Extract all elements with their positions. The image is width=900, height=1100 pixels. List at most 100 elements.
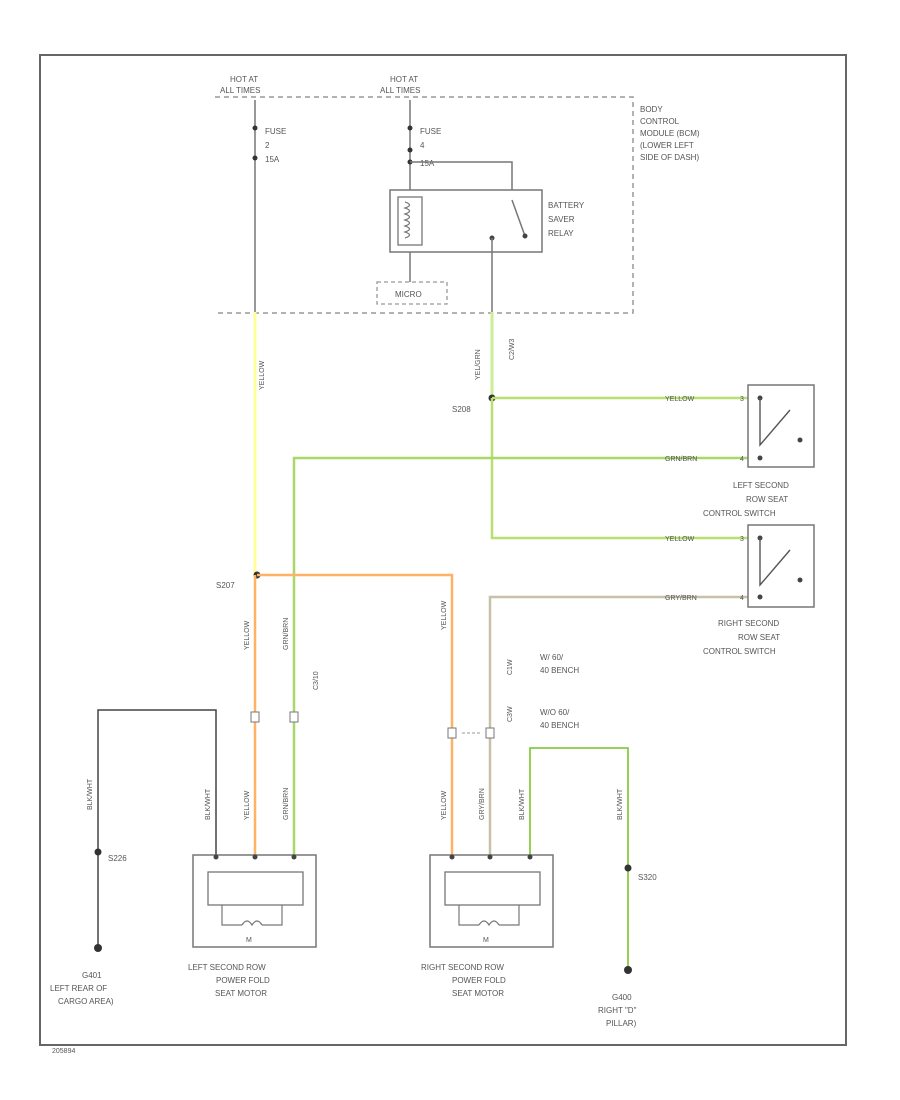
- left-switch-label-1: LEFT SECOND: [733, 481, 789, 490]
- right-fuse-terminal-bottom: [407, 147, 413, 153]
- option-2-line2: 40 BENCH: [540, 721, 579, 730]
- left-seat-motor: [192, 854, 317, 948]
- left-motor-pin-1: [213, 854, 219, 860]
- gry-brn-wire: [488, 595, 748, 855]
- right-ground-line1: RIGHT "D": [598, 1006, 637, 1015]
- right-motor-module: [444, 871, 541, 906]
- option-1-code: C1W: [507, 659, 514, 675]
- left-motor-symbol: M: [246, 937, 252, 944]
- yellow-main-wire-label: YELLOW: [259, 360, 266, 390]
- left-motor-pin-3: [291, 854, 297, 860]
- right-switch-label-2: ROW SEAT: [738, 633, 780, 642]
- left-switch-contact-icon: [759, 398, 791, 447]
- s208-right-switch-wire: [490, 398, 748, 540]
- splice-s226-label: S226: [108, 854, 127, 863]
- left-yellow-connector: [250, 711, 260, 723]
- footer-id: 205894: [52, 1048, 75, 1055]
- option-1-line1: W/ 60/: [540, 653, 564, 662]
- bcm-label-5: SIDE OF DASH): [640, 153, 699, 162]
- splice-s207-label: S207: [216, 581, 235, 590]
- splice-s208-label: S208: [452, 405, 471, 414]
- left-switch-label-3: CONTROL SWITCH: [703, 509, 776, 518]
- relay-coil-box: [397, 196, 423, 246]
- lower-yellow-right-label: YELLOW: [441, 790, 448, 820]
- left-switch-contact-dot: [797, 437, 803, 443]
- right-fuse-label-1: FUSE: [420, 127, 441, 136]
- bcm-label-1: BODY: [640, 105, 663, 114]
- right-ground-point: [624, 966, 632, 974]
- left-motor-yellow-label: YELLOW: [244, 620, 251, 650]
- left-motor-module: [207, 871, 304, 906]
- yel-grn-wire-label: YEL/GRN: [475, 349, 482, 380]
- ground-right-wire-label: BLK/WHT: [617, 788, 624, 820]
- right-motor-coil-icon: [478, 920, 500, 927]
- bcm-label-4: (LOWER LEFT: [640, 141, 694, 150]
- left-switch-grn-label: GRN/BRN: [665, 456, 697, 463]
- right-seat-motor: [429, 854, 554, 948]
- relay-label-2: SAVER: [548, 215, 575, 224]
- left-motor-coil-icon: [241, 920, 263, 927]
- left-grn-connector: [289, 711, 299, 723]
- right-source-line1: HOT AT: [390, 75, 418, 84]
- diagram-frame: [39, 54, 847, 1046]
- left-motor-ground-wire: [97, 709, 217, 945]
- left-switch-label-2: ROW SEAT: [746, 495, 788, 504]
- left-motor-grn-label: GRN/BRN: [283, 618, 290, 650]
- lower-grn-left-label: GRN/BRN: [283, 788, 290, 820]
- left-source-line1: HOT AT: [230, 75, 258, 84]
- option-1-line2: 40 BENCH: [540, 666, 579, 675]
- left-fuse-terminal-top: [252, 125, 258, 131]
- right-switch-label-3: CONTROL SWITCH: [703, 647, 776, 656]
- right-motor-label-2: POWER FOLD: [452, 976, 506, 985]
- left-ground-code: G401: [82, 971, 102, 980]
- splice-s320: [624, 864, 632, 872]
- left-motor-circuit-icon: [221, 905, 283, 926]
- right-switch-contact-icon: [759, 538, 791, 587]
- right-yellow-connector: [447, 727, 457, 739]
- bcm-boundary: [215, 96, 634, 314]
- s207-right-motor-wire: [257, 573, 454, 855]
- left-source-line2: ALL TIMES: [220, 86, 260, 95]
- yel-grn-wire-code: C2/W3: [509, 339, 516, 361]
- ground-left-wire-label: BLK/WHT: [87, 778, 94, 810]
- left-switch-pin-bottom-label: 4: [740, 456, 744, 463]
- left-motor-label-1: LEFT SECOND ROW: [188, 963, 266, 972]
- splice-s320-label: S320: [638, 873, 657, 882]
- right-motor-label-3: SEAT MOTOR: [452, 989, 504, 998]
- left-motor-pin-2: [252, 854, 258, 860]
- left-fuse-terminal-bottom: [252, 155, 258, 161]
- relay-label-1: BATTERY: [548, 201, 585, 210]
- left-motor-label-2: POWER FOLD: [216, 976, 270, 985]
- option-2-line1: W/O 60/: [540, 708, 570, 717]
- right-motor-yellow-label: YELLOW: [441, 600, 448, 630]
- option-2-code: C3W: [507, 706, 514, 722]
- relay-switch-contact: [511, 199, 526, 237]
- right-source-line2: ALL TIMES: [380, 86, 420, 95]
- left-ground-line2: CARGO AREA): [58, 997, 114, 1006]
- right-motor-symbol: M: [483, 937, 489, 944]
- left-switch-pin-bottom: [757, 455, 763, 461]
- right-switch-yellow-label: YELLOW: [665, 536, 695, 543]
- right-gry-connector: [485, 727, 495, 739]
- left-motor-label-3: SEAT MOTOR: [215, 989, 267, 998]
- right-switch-label-1: RIGHT SECOND: [718, 619, 779, 628]
- left-ground-line1: LEFT REAR OF: [50, 984, 107, 993]
- right-motor-circuit-icon: [458, 905, 520, 926]
- right-motor-label-1: RIGHT SECOND ROW: [421, 963, 504, 972]
- left-ground-point: [94, 944, 102, 952]
- relay-label-3: RELAY: [548, 229, 574, 238]
- grn-brn-wire: [292, 456, 748, 855]
- right-motor-pin-2: [487, 854, 493, 860]
- cs10-label: C3/10: [313, 671, 320, 690]
- left-switch-pin-top-label: 3: [740, 396, 744, 403]
- right-fuse-terminal-top: [407, 125, 413, 131]
- right-motor-ground-wire: [529, 747, 629, 968]
- right-motor-pin-3: [527, 854, 533, 860]
- battery-saver-relay: [389, 189, 543, 253]
- right-fuse-label-2: 4: [420, 141, 425, 150]
- micro-control-box: [376, 281, 448, 305]
- lower-yellow-left-label: YELLOW: [244, 790, 251, 820]
- bcm-label-3: MODULE (BCM): [640, 129, 700, 138]
- micro-label: MICRO: [395, 290, 422, 299]
